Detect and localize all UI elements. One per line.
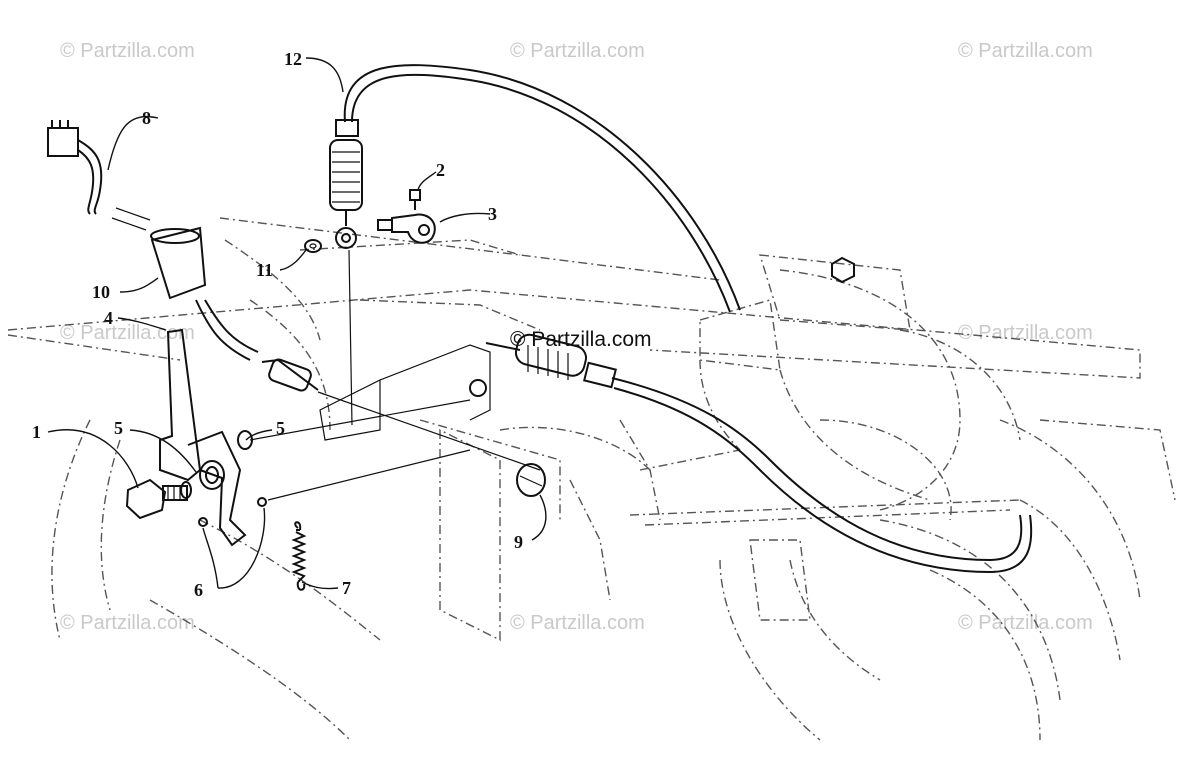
lever-part-4	[159, 299, 259, 547]
callout-9: 9	[514, 532, 523, 552]
harness-part-8	[47, 120, 151, 231]
watermark-mid-right: © Partzilla.com	[958, 322, 1093, 344]
watermark-mid-center: © Partzilla.com	[510, 328, 652, 351]
callout-8: 8	[142, 108, 151, 128]
leader-lines	[47, 57, 547, 590]
watermark-bottom-right: © Partzilla.com	[958, 612, 1093, 634]
callout-2: 2	[436, 160, 445, 180]
callout-10: 10	[92, 282, 110, 302]
watermark-bottom-center: © Partzilla.com	[510, 612, 645, 634]
watermark-bottom-left: © Partzilla.com	[60, 612, 195, 634]
washers-part-6	[198, 497, 267, 527]
grip-part-10	[150, 226, 207, 300]
callout-5-right: 5	[276, 418, 285, 438]
callout-6: 6	[194, 580, 203, 600]
bolt-part-1	[125, 478, 188, 520]
washer-part-11	[304, 239, 322, 253]
watermark-mid-left: © Partzilla.com	[60, 322, 195, 344]
frame-nut	[831, 256, 855, 284]
bushing-part-5	[180, 430, 253, 499]
mount-bracket	[249, 344, 491, 501]
callout-5-left: 5	[114, 418, 123, 438]
callout-7: 7	[342, 578, 351, 598]
watermark-top-right: © Partzilla.com	[958, 40, 1093, 62]
cable-upper	[329, 64, 741, 426]
callout-12: 12	[284, 49, 302, 69]
watermark-top-center: © Partzilla.com	[510, 40, 645, 62]
callout-11: 11	[256, 260, 273, 280]
cable-lower	[261, 333, 1033, 574]
plug-part-9	[516, 463, 546, 497]
callout-4: 4	[104, 308, 113, 328]
callout-labels: 12 8 2 3 11 10 4 1 5 5 6 7 9	[32, 49, 523, 600]
bracket-part-3	[377, 213, 436, 244]
watermark-top-left: © Partzilla.com	[60, 40, 195, 62]
screw-part-2	[409, 189, 421, 210]
callout-3: 3	[488, 204, 497, 224]
callout-1: 1	[32, 422, 41, 442]
spring-part-7	[291, 521, 307, 591]
frame-phantom	[7, 217, 1176, 741]
